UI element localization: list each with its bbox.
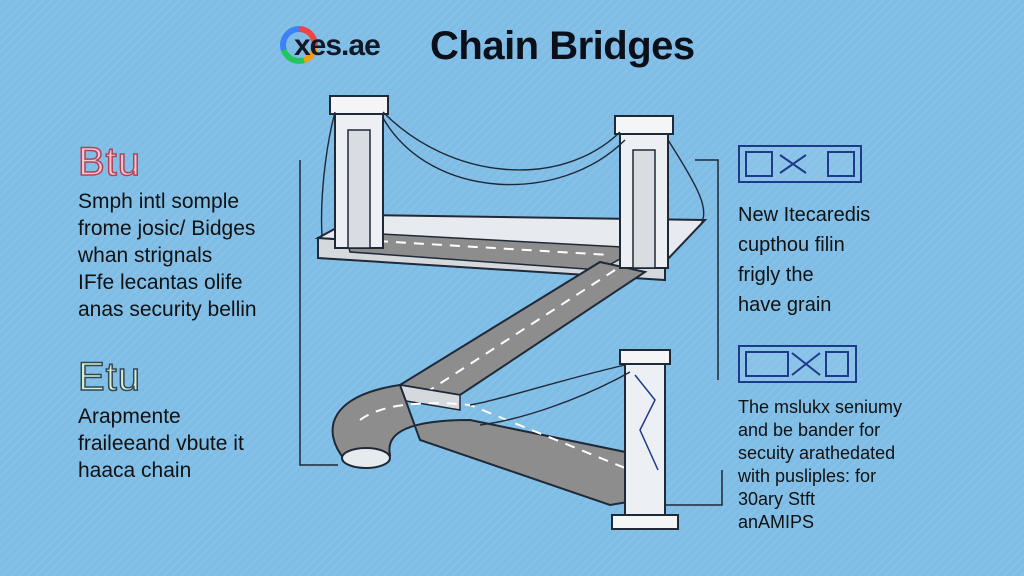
left-top-line-5: anas security bellin (78, 298, 257, 321)
left-top-line-1: Smph intl somple (78, 190, 240, 213)
callout-line-left (299, 160, 338, 466)
tower-bottom (611, 349, 679, 530)
right-bottom-line-6: anAMIPS (738, 512, 815, 532)
chain-icon (738, 145, 862, 183)
right-top-line-3: frigly the (738, 264, 814, 286)
left-top-heading: Btu (77, 139, 142, 185)
callout-line-right-top (695, 159, 719, 380)
upper-deck (314, 213, 708, 282)
right-top-line-4: have grain (738, 294, 832, 316)
left-bottom-line-2: fraileeand vbute it (78, 432, 244, 455)
suspension-cables (320, 111, 705, 426)
logo-text: xes.ae (294, 29, 381, 62)
left-top-line-2: frome josic/ Bidges (78, 217, 256, 240)
left-bottom-line-3: haaca chain (78, 459, 192, 482)
cross-icon (738, 345, 857, 383)
left-bottom-line-1: Arapmente (78, 405, 181, 428)
left-bottom-block: Etu Arapmente fraileeand vbute it haaca … (77, 354, 244, 484)
header: xes.ae Chain Bridges (280, 20, 695, 72)
right-bottom-line-5: 30ary Stft (738, 489, 816, 509)
right-bottom-line-3: secuity arathedated (738, 443, 896, 463)
tower-right (614, 115, 674, 269)
right-top-line-1: New Itecaredis (738, 204, 871, 226)
left-top-block: Btu Smph intl somple frome josic/ Bidges… (77, 139, 257, 323)
left-top-line-4: IFfe lecantas olife (78, 271, 243, 294)
logo-ring-icon (280, 26, 318, 64)
right-bottom-block: The mslukx seniumy and be bander for sec… (738, 396, 902, 534)
page-title: Chain Bridges (430, 23, 695, 68)
diagonal-ramp (397, 260, 648, 411)
brand-logo: xes.ae (280, 20, 420, 72)
callout-line-right-bottom (665, 470, 723, 506)
left-bottom-heading: Etu (77, 354, 142, 400)
right-top-line-2: cupthou filin (738, 234, 845, 256)
lower-road (331, 383, 641, 507)
tower-left (329, 95, 389, 249)
right-bottom-line-2: and be bander for (738, 420, 881, 440)
right-bottom-line-1: The mslukx seniumy (738, 397, 903, 417)
right-bottom-line-4: with pusliples: for (738, 466, 877, 486)
right-top-block: New Itecaredis cupthou filin frigly the … (738, 200, 870, 320)
left-top-line-3: whan strignals (78, 244, 213, 267)
